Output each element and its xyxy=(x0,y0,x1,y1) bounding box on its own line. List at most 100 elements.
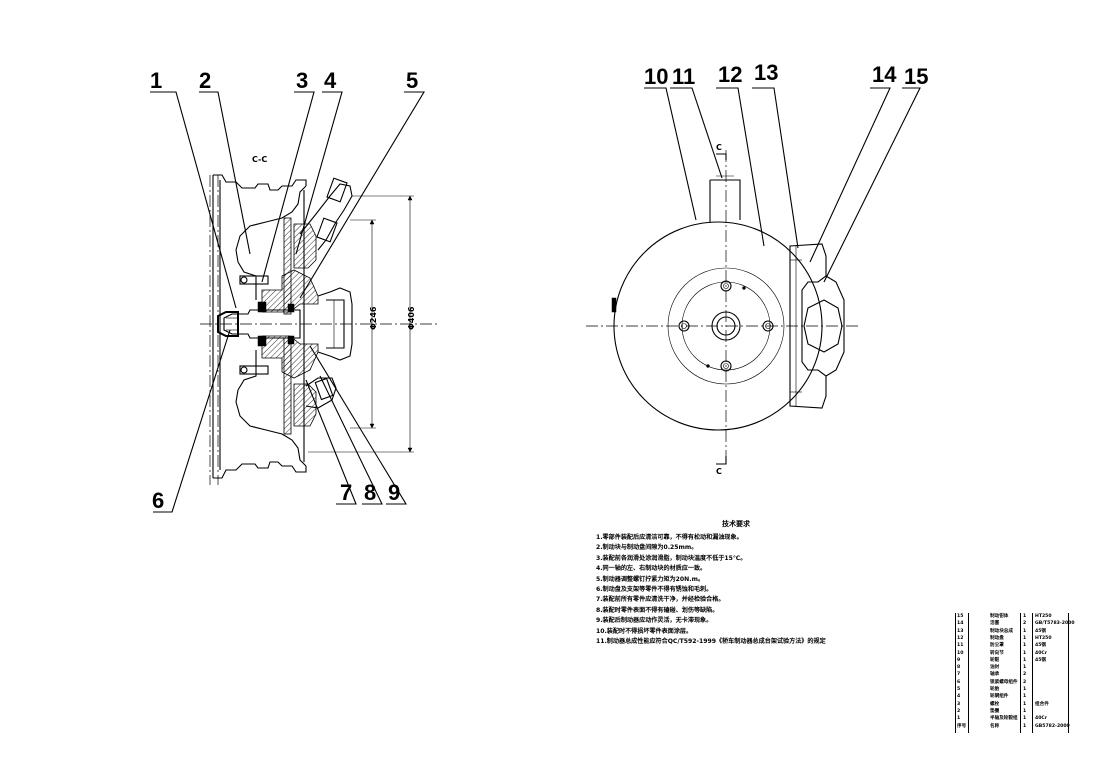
dim-arrows-inner xyxy=(369,219,375,429)
dim-text-outer: Φ406 xyxy=(407,306,416,330)
bom-cell-note: 45钢 xyxy=(1035,643,1046,649)
bom-cell-no: 4 xyxy=(957,694,961,700)
bom-cell-no: 14 xyxy=(957,621,964,627)
steering-arm-top xyxy=(709,179,741,222)
bom-cell-name: 制动盘 xyxy=(990,635,1004,641)
leader-13 xyxy=(752,87,799,249)
bom-cell-note: 组合件 xyxy=(1035,701,1049,707)
bom-cell-note: 45钢 xyxy=(1035,657,1046,663)
stud-hole-left-inner xyxy=(681,323,687,329)
lower-bolt xyxy=(314,377,334,401)
bom-cell-qty: 2 xyxy=(1023,679,1027,685)
note-item: 2.制动块与制动盘间隙为0.25mm。 xyxy=(596,544,698,552)
note-item: 8.装配时零件表面不得有磕碰、划伤等缺陷。 xyxy=(596,606,719,614)
note-item: 7.装配前所有零件应清洗干净，并经检验合格。 xyxy=(596,596,725,604)
leader-15 xyxy=(823,87,921,283)
callout-7: 7 xyxy=(340,480,352,505)
bom-cell-qty: 1 xyxy=(1023,716,1027,722)
leader-9 xyxy=(309,345,407,505)
stud-hole-top xyxy=(720,280,732,292)
bom-cell-qty: 1 xyxy=(1023,614,1027,619)
bom-cell-no: 5 xyxy=(957,687,961,692)
section-view: C-C xyxy=(150,68,440,513)
callout-9: 9 xyxy=(388,480,400,505)
rim-profile-upper xyxy=(213,174,307,191)
rim-flange-lower xyxy=(235,389,307,467)
front-view: C C xyxy=(586,60,928,476)
bom-cell-qty: 1 xyxy=(1023,687,1027,692)
bom-col-divider xyxy=(968,613,969,733)
rim-profile-lower xyxy=(213,461,307,479)
hub-section-lower xyxy=(261,335,319,379)
note-item: 10.装配时不得损坏零件表面涂层。 xyxy=(596,627,693,635)
bearing-upper-outer xyxy=(287,303,295,313)
bom-cell-no: 13 xyxy=(957,628,964,634)
notes-title: 技术要求 xyxy=(722,520,750,528)
upper-bolt xyxy=(326,177,348,203)
brake-disc-outer xyxy=(613,221,823,431)
bom-cell-no: 8 xyxy=(957,665,961,671)
rim-flange-upper xyxy=(212,175,307,470)
stud-head-upper xyxy=(240,276,248,284)
bearing-lower-outer xyxy=(287,335,295,345)
bom-cell-qty: 1 xyxy=(1023,694,1027,700)
note-item: 4.同一轴的左、右制动块的材质应一致。 xyxy=(596,565,707,573)
bom-cell-no: 2 xyxy=(957,708,961,714)
bom-cell-note: GB/T5783-2000 xyxy=(1035,621,1075,627)
leader-14 xyxy=(809,87,891,263)
leader-3 xyxy=(261,91,315,283)
caliper-body xyxy=(789,243,827,409)
bom-cell-qty: 1 xyxy=(1023,708,1027,714)
bom-cell-no: 15 xyxy=(957,614,964,619)
callout-8: 8 xyxy=(364,480,376,505)
leader-11 xyxy=(670,87,723,179)
callout-13: 13 xyxy=(754,60,778,85)
leader-5 xyxy=(299,91,425,299)
bom-cell-note: HT250 xyxy=(1035,614,1052,619)
bom-col-divider xyxy=(1032,613,1033,733)
note-item: 6.制动盘及支架等零件不得有锈蚀和毛刺。 xyxy=(596,586,713,594)
bom-cell-no: 1 xyxy=(957,716,961,722)
bom-cell-no: 10 xyxy=(957,650,964,656)
wheel-disc-upper xyxy=(237,261,257,300)
stud-hole-right xyxy=(762,320,774,332)
bom-cell-qty: 1 xyxy=(1023,643,1027,649)
section-mark-bottom-label: C xyxy=(716,467,722,476)
bom-cell-name: 半轴及轮毂组 xyxy=(990,716,1018,722)
spindle-nut xyxy=(217,311,239,337)
caliper-section-upper xyxy=(293,223,317,269)
bom-cell-note: GB5782-2000 xyxy=(1035,723,1070,729)
bom-cell-name: 活塞 xyxy=(990,621,1000,627)
note-item: 11.制动器总成性能应符合QC/T592-1999《轿车制动器总成台架试验方法》… xyxy=(596,638,826,646)
bom-cell-qty: 1 xyxy=(1023,657,1027,663)
bom-cell-no: 序号 xyxy=(957,723,967,729)
callout-15: 15 xyxy=(904,64,928,89)
leader-6 xyxy=(153,329,231,513)
note-item: 9.装配后制动器应动作灵活，无卡滞现象。 xyxy=(596,617,713,625)
bom-cell-name: 转向节 xyxy=(990,650,1004,656)
stud-hole-bottom-inner xyxy=(723,363,729,369)
stud-hole-left xyxy=(678,320,690,332)
section-mark-bottom xyxy=(716,456,727,465)
bom-cell-no: 12 xyxy=(957,635,964,641)
stud-head-lower xyxy=(240,366,248,374)
bom-cell-no: 11 xyxy=(957,643,964,649)
bom-cell-name: 螺栓 xyxy=(990,701,1000,707)
bom-cell-name: 轮辋组件 xyxy=(990,694,1009,700)
hub-flange xyxy=(667,267,785,385)
stud-hole-right-inner xyxy=(765,323,771,329)
leader-12 xyxy=(716,87,765,247)
dim-text-inner: Φ246 xyxy=(369,306,378,330)
stud-hole-bottom xyxy=(720,360,732,372)
dim-arrows-outer xyxy=(407,195,413,453)
small-hole-1 xyxy=(742,286,746,290)
left-bracket xyxy=(611,297,617,313)
note-item: 5.制动器调整螺钉拧紧力矩为20N.m。 xyxy=(596,575,705,583)
bom-cell-name: 油封 xyxy=(990,665,1000,671)
